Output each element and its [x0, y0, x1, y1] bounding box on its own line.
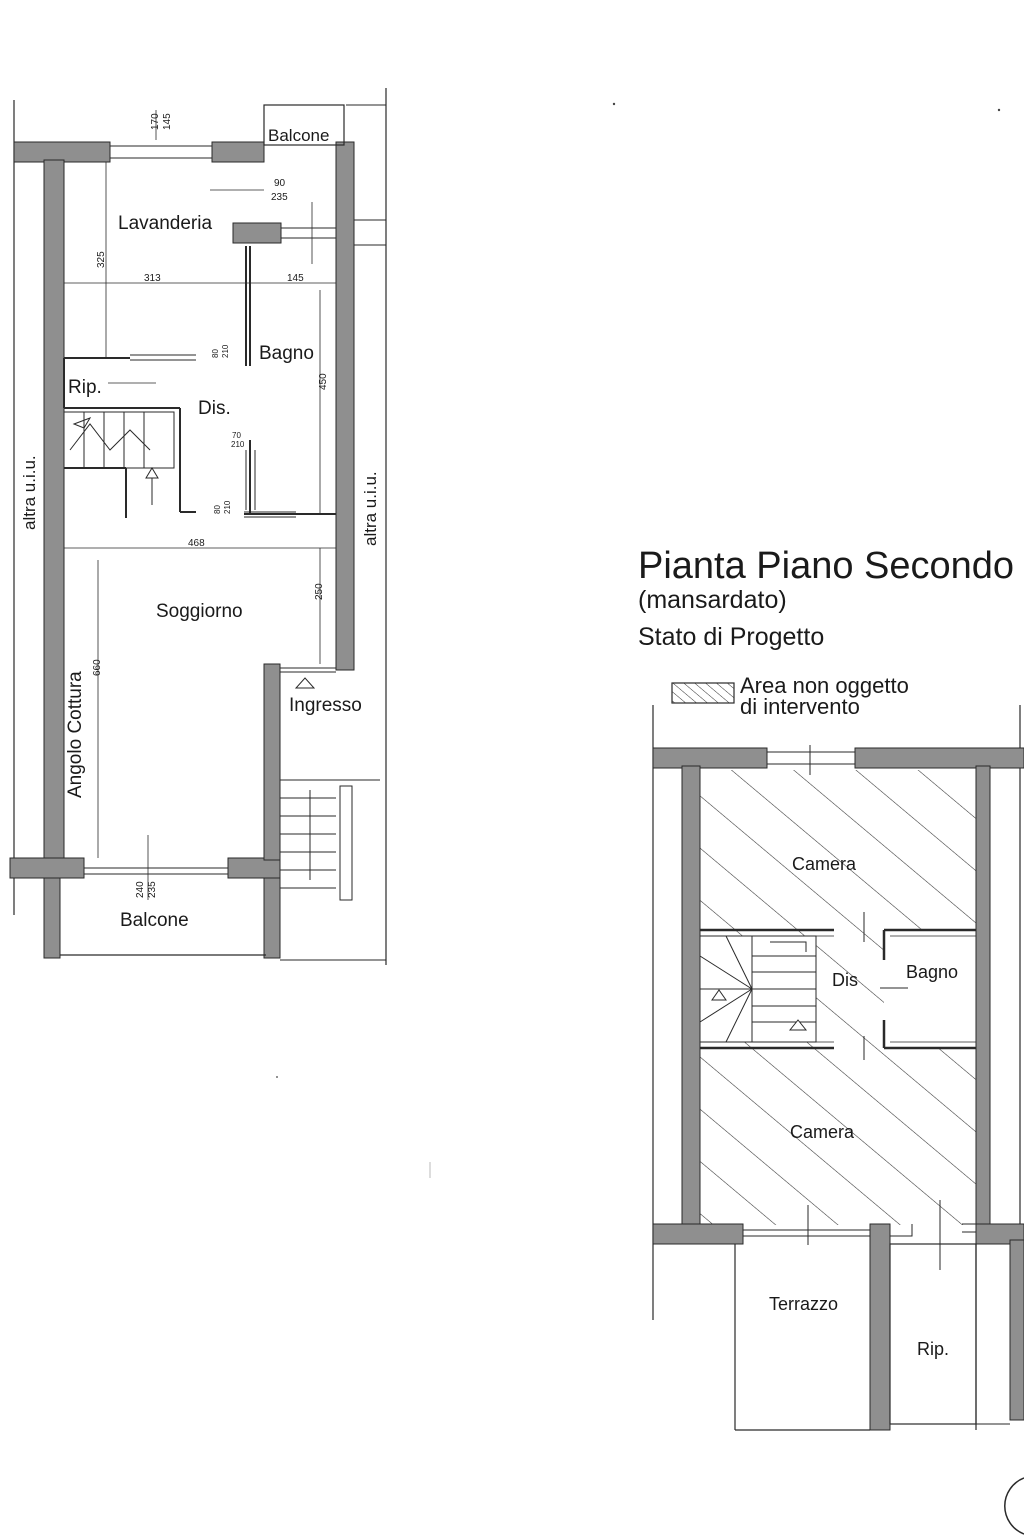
room-label-camera-bottom: Camera [790, 1122, 855, 1142]
label-altra-uiu-right: altra u.i.u. [361, 471, 380, 546]
legend-swatch [671, 682, 735, 704]
second-floor-walls [652, 747, 1024, 1431]
dim-80-b: 80 [213, 505, 222, 514]
dim-170: 170 [150, 113, 161, 130]
dim-80-a: 80 [211, 349, 220, 358]
second-floor-stairs [699, 935, 817, 1043]
dim-325: 325 [96, 251, 107, 268]
room-label-bagno-2: Bagno [906, 962, 958, 982]
entrance-stairs [280, 677, 380, 901]
dim-250: 250 [314, 583, 325, 600]
dim-240: 240 [135, 881, 146, 898]
room-label-angolo-cottura: Angolo Cottura [65, 671, 86, 798]
scan-specks [276, 102, 1001, 1178]
dim-450: 450 [318, 373, 329, 390]
dim-210-a: 210 [221, 344, 230, 358]
first-floor-stairs [63, 411, 175, 505]
room-label-lavanderia: Lavanderia [118, 213, 212, 234]
dim-210-c: 210 [223, 500, 232, 514]
room-label-soggiorno: Soggiorno [156, 601, 243, 622]
second-floor-plan [652, 682, 1024, 1535]
room-label-bagno: Bagno [259, 343, 314, 364]
label-altra-uiu-left: altra u.i.u. [20, 455, 39, 530]
dim-210-b: 210 [231, 440, 245, 449]
first-floor-walls [9, 141, 355, 959]
balcony-top-outline [263, 104, 345, 146]
room-label-balcone-bottom: Balcone [120, 910, 189, 931]
room-label-terrazzo: Terrazzo [769, 1294, 838, 1314]
dim-235-bottom: 235 [147, 881, 158, 898]
room-label-balcone-top: Balcone [268, 126, 329, 145]
room-label-ingresso: Ingresso [289, 695, 362, 716]
dim-145-top: 145 [162, 113, 173, 130]
dim-145-mid: 145 [287, 273, 304, 284]
dim-660: 660 [92, 659, 103, 676]
room-label-rip: Rip. [68, 377, 102, 398]
dim-90: 90 [274, 178, 286, 189]
room-label-dis-2: Dis [832, 970, 858, 990]
first-floor-dimension-lines [64, 110, 336, 900]
room-label-camera-top: Camera [792, 854, 857, 874]
dim-313: 313 [144, 273, 161, 284]
hatched-area [700, 770, 976, 1225]
room-label-dis: Dis. [198, 398, 231, 419]
dim-468: 468 [188, 538, 205, 549]
legend-text-line2: di intervento [740, 694, 860, 719]
plan-title: Pianta Piano Secondo [638, 545, 1014, 587]
plan-subtitle: (mansardato) [638, 586, 787, 614]
dim-235-top: 235 [271, 192, 288, 203]
dim-70: 70 [232, 431, 241, 440]
second-floor-labels: Pianta Piano Secondo (mansardato) Stato … [638, 545, 1014, 1359]
first-floor-plan [9, 88, 387, 965]
plan-state: Stato di Progetto [638, 623, 824, 651]
legend-text-line1: Area non oggetto [740, 673, 909, 698]
first-floor-labels: Balcone Lavanderia Bagno Rip. Dis. Soggi… [20, 113, 380, 931]
room-label-rip-2: Rip. [917, 1339, 949, 1359]
